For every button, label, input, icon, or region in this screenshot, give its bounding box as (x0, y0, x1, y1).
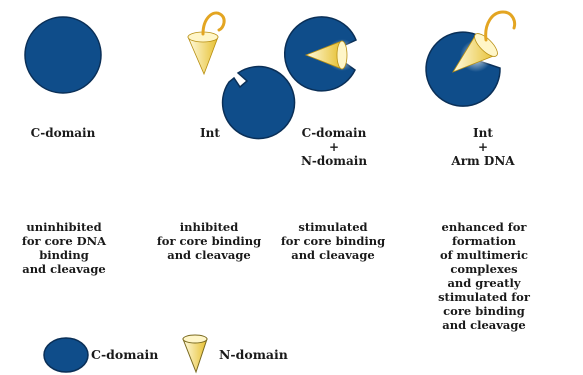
c-plus-n-shape (285, 17, 358, 91)
panel-label-c-domain: C-domain (31, 126, 96, 140)
legend-n-domain-label: N-domain (219, 348, 288, 362)
legend-c-domain-label: C-domain (91, 348, 158, 362)
panel-label-int-arm-dna: Int + Arm DNA (451, 126, 514, 168)
panel-label-c-plus-n: C-domain + N-domain (301, 126, 367, 168)
panel-label-int: Int (200, 126, 220, 140)
panel-description-int-arm-dna: enhanced for formation of multimeric com… (435, 220, 534, 332)
panel-description-c-plus-n: stimulated for core binding and cleavage (281, 220, 385, 262)
legend-n-domain-icon (183, 335, 207, 372)
panel-description-int: inhibited for core binding and cleavage (157, 220, 261, 262)
int-arm-dna-shape (426, 12, 515, 106)
int-shape (188, 13, 295, 139)
c-domain-shape (25, 17, 101, 93)
panel-description-c-domain: uninhibited for core DNA binding and cle… (22, 220, 106, 276)
legend-c-domain-icon (44, 338, 88, 372)
